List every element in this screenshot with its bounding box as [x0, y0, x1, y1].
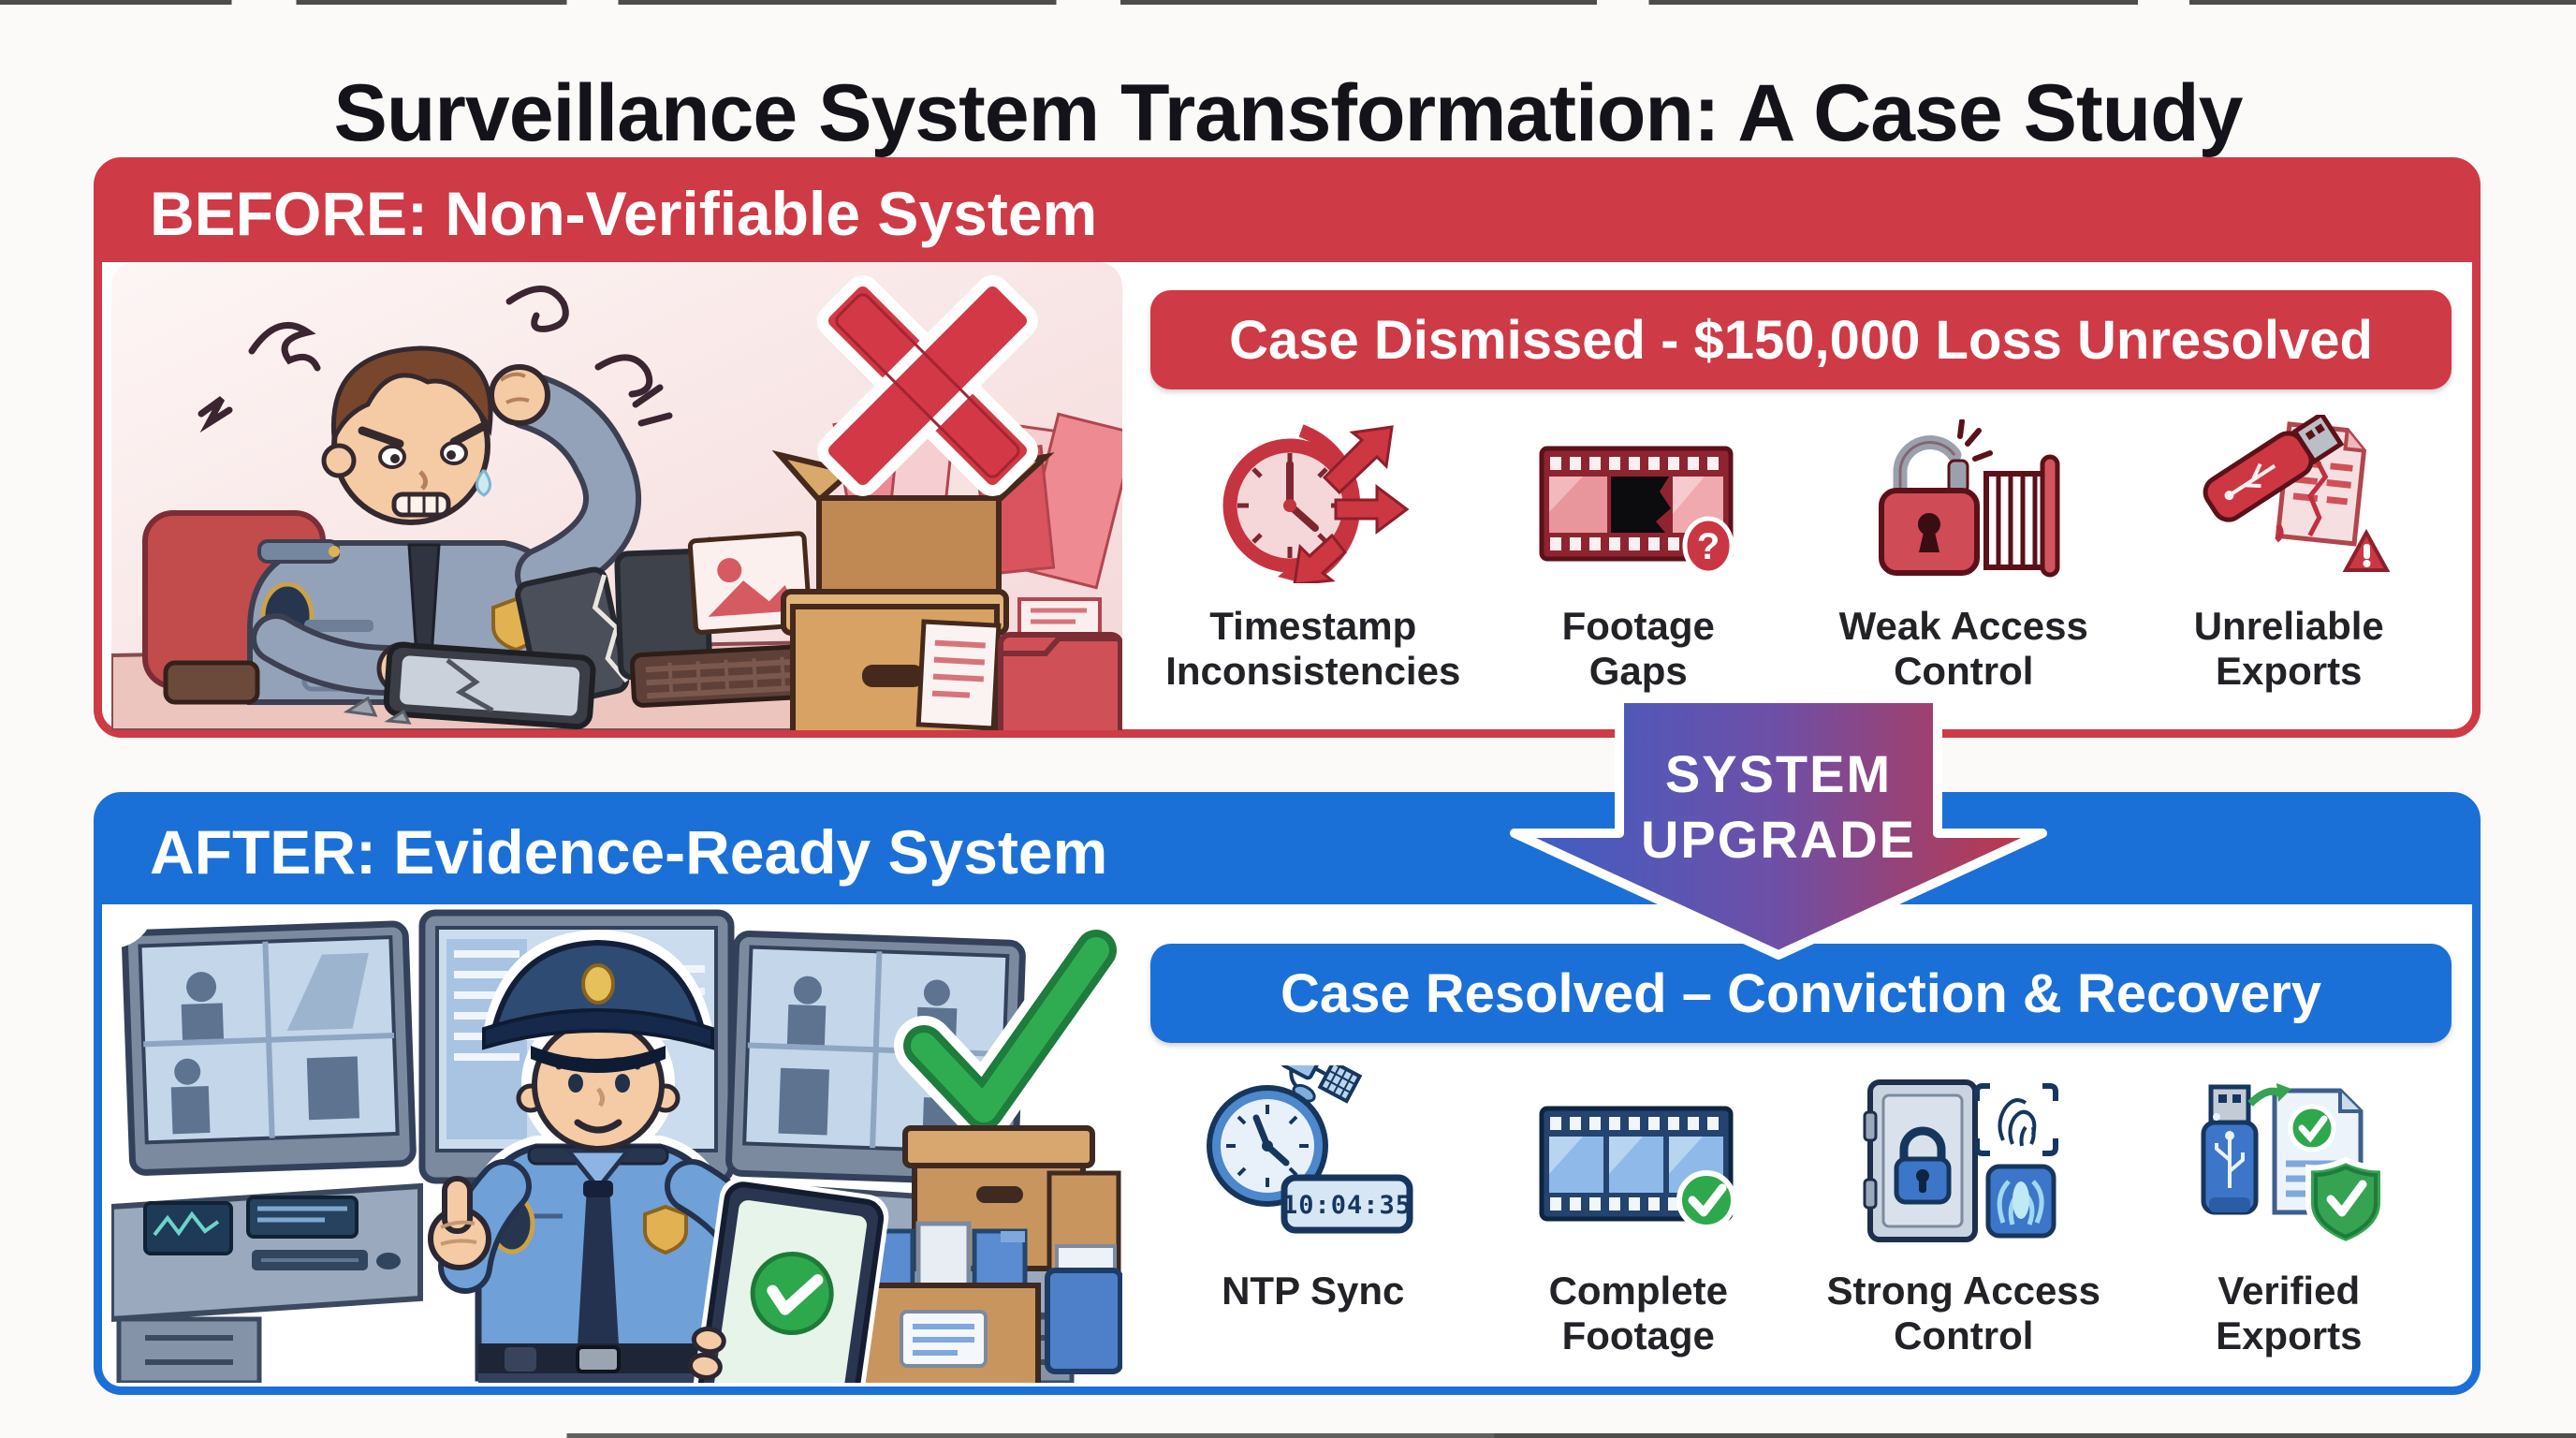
- before-item-label: Unreliable Exports: [2193, 604, 2384, 694]
- before-panel: BEFORE: Non-Verifiable System: [94, 157, 2481, 746]
- sweat-drop-icon: [476, 469, 491, 497]
- before-item-label: Weak Access Control: [1838, 604, 2088, 694]
- film-strip-complete-check-icon: [1538, 1064, 1739, 1248]
- stress-squiggles-icon: [198, 286, 673, 433]
- usb-torn-document-warning-icon: [2188, 415, 2390, 583]
- page-title: Surveillance System Transformation: A Ca…: [333, 67, 2244, 158]
- check-badge-icon: [1676, 1170, 1736, 1230]
- archive-boxes: [846, 1125, 1123, 1399]
- hand-on-head: [489, 364, 550, 426]
- top-edge-artifact: [0, 0, 2576, 5]
- after-item-label: Verified Exports: [2216, 1269, 2363, 1358]
- before-item-timestamp: Timestamp Inconsistencies: [1150, 417, 1476, 695]
- after-item-exports: Verified Exports: [2127, 1064, 2452, 1359]
- before-items: Timestamp Inconsistencies: [1150, 415, 2452, 695]
- police-officer: [68, 862, 889, 1432]
- upgrade-label-line1: SYSTEM: [1665, 744, 1892, 803]
- usb-stick: [2201, 1084, 2259, 1215]
- ntp-clock-satellite-icon: 10:04:35: [1206, 1064, 1421, 1248]
- desk-block: [163, 660, 260, 705]
- after-banner: Case Resolved – Conviction & Recovery: [1150, 944, 2452, 1043]
- after-panel: AFTER: Evidence-Ready System: [68, 792, 2481, 1432]
- green-check-icon: [894, 920, 1126, 1139]
- after-item-label: Strong Access Control: [1826, 1269, 2101, 1358]
- vault-fingerprint-icon: [1863, 1064, 2064, 1248]
- hair: [330, 345, 493, 448]
- usb-verified-document-shield-icon: [2188, 1064, 2390, 1248]
- gritted-teeth: [391, 492, 451, 518]
- usb-stick: [2203, 415, 2345, 522]
- before-banner: Case Dismissed - $150,000 Loss Unresolve…: [1150, 290, 2452, 389]
- before-item-footage: ? Footage Gaps: [1476, 417, 1802, 695]
- film-strip-gap-question-icon: ?: [1538, 417, 1739, 583]
- gate: [1983, 454, 2060, 578]
- cap-badge: [581, 963, 615, 1005]
- after-item-label: NTP Sync: [1222, 1269, 1405, 1313]
- question-badge-icon: [1682, 516, 1734, 576]
- digital-clock-display: 10:04:35: [1281, 1174, 1413, 1234]
- down-arrow-shape: [1510, 694, 2047, 960]
- svg-text:?: ?: [1697, 526, 1720, 567]
- before-item-label: Footage Gaps: [1561, 604, 1715, 694]
- timestamp-clock-arrows-icon: [1212, 417, 1413, 583]
- after-item-ntp: 10:04:35 NTP Sync: [1150, 1064, 1476, 1359]
- after-items: 10:04:35 NTP Sync: [1150, 1064, 2452, 1359]
- before-item-access: Weak Access Control: [1801, 417, 2127, 695]
- cracked-tablet-on-desk: [383, 641, 596, 730]
- fingerprint-scan: [1974, 1083, 2059, 1156]
- before-illustration: [110, 262, 1137, 746]
- before-item-label: Timestamp Inconsistencies: [1165, 604, 1461, 694]
- chest-badge: [643, 1204, 688, 1255]
- after-header: AFTER: Evidence-Ready System: [101, 800, 2473, 904]
- upgrade-label-line2: UPGRADE: [1641, 810, 1916, 869]
- broken-padlock-gate-icon: [1863, 417, 2064, 583]
- bottom-edge-artifact: [0, 1433, 2576, 1438]
- confident-officer-scene: [68, 862, 1126, 1432]
- red-x-icon: [817, 275, 1038, 496]
- document: [915, 619, 1002, 731]
- clock-time: 10:04:35: [1282, 1191, 1412, 1220]
- shield-check-icon: [2305, 1156, 2386, 1248]
- before-item-exports: Unreliable Exports: [2127, 415, 2452, 695]
- system-upgrade-arrow: SYSTEM UPGRADE: [1498, 694, 2059, 962]
- satellite: [1274, 1065, 1363, 1104]
- after-item-label: Complete Footage: [1548, 1269, 1728, 1358]
- warning-triangle-icon: [2342, 528, 2390, 572]
- before-header: BEFORE: Non-Verifiable System: [101, 165, 2473, 262]
- frustrated-officer-scene: [110, 262, 1137, 746]
- after-illustration: [68, 862, 1126, 1432]
- biometric-pad: [1985, 1164, 2056, 1239]
- after-item-access: Strong Access Control: [1801, 1064, 2127, 1359]
- tablet-with-check: [687, 1177, 889, 1432]
- photo-card: [687, 531, 812, 635]
- after-item-footage: Complete Footage: [1476, 1064, 1802, 1359]
